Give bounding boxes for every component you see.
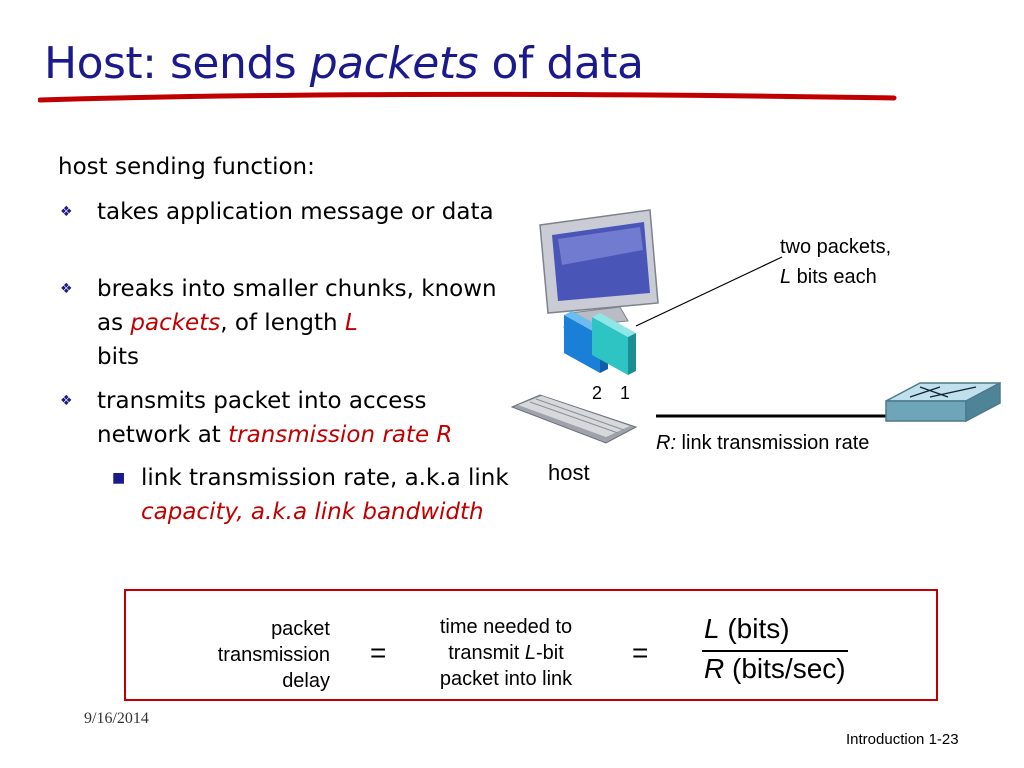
equals-sign: = xyxy=(370,637,387,668)
bullet-text: breaks into smaller chunks, known as pac… xyxy=(97,276,497,370)
square-icon: ■ xyxy=(112,470,126,486)
equals-sign: = xyxy=(632,637,649,668)
title-underline xyxy=(38,91,897,103)
packets-size-label: L bits each xyxy=(780,266,877,288)
bullet-text: takes application message or data xyxy=(97,199,494,225)
page-number: 1-23 xyxy=(928,731,959,748)
slide-title: Host: sends packets of data xyxy=(44,38,644,89)
sub-bullet-text: link transmission rate, a.k.a link capac… xyxy=(141,465,509,525)
packet-number-2: 2 xyxy=(592,383,603,403)
monitor-icon xyxy=(539,209,659,328)
rate-emphasis: transmission rate R xyxy=(228,422,453,448)
router-icon xyxy=(885,381,1001,423)
footer-label: Introduction xyxy=(846,731,925,748)
packets-emphasis: packets xyxy=(130,310,221,336)
diamond-four-icon: ❖ xyxy=(60,281,73,297)
capacity-emphasis: capacity, a.k.a link bandwidth xyxy=(141,499,484,525)
title-emphasis: packets xyxy=(309,38,479,89)
keyboard-icon xyxy=(510,394,638,444)
label-pointer-line xyxy=(635,256,783,327)
formula-middle-term: time needed to transmit L-bit packet int… xyxy=(439,616,573,690)
fraction-bar xyxy=(702,650,848,652)
host-diagram xyxy=(510,209,1001,444)
packets-label: two packets, xyxy=(780,236,892,258)
host-label: host xyxy=(548,460,590,485)
link-rate-label: R: link transmission rate xyxy=(656,432,870,454)
bullet-text: transmits packet into access network at … xyxy=(97,388,453,448)
diamond-four-icon: ❖ xyxy=(60,393,73,409)
title-text-end: of data xyxy=(478,38,645,89)
diamond-four-icon: ❖ xyxy=(60,204,73,220)
packet-number-1: 1 xyxy=(620,383,631,403)
title-text: Host: sends xyxy=(44,38,310,89)
formula-box xyxy=(124,589,938,701)
formula-left-term: packet transmission delay xyxy=(217,618,330,692)
slide-footer: Introduction 1-23 xyxy=(846,731,959,748)
fraction-numerator: L (bits) xyxy=(704,613,790,644)
packet-1-icon xyxy=(592,313,636,375)
intro-text: host sending function: xyxy=(58,154,315,180)
slide-date: 9/16/2014 xyxy=(84,710,149,727)
length-variable: L xyxy=(344,310,358,336)
fraction-denominator: R (bits/sec) xyxy=(704,653,846,684)
